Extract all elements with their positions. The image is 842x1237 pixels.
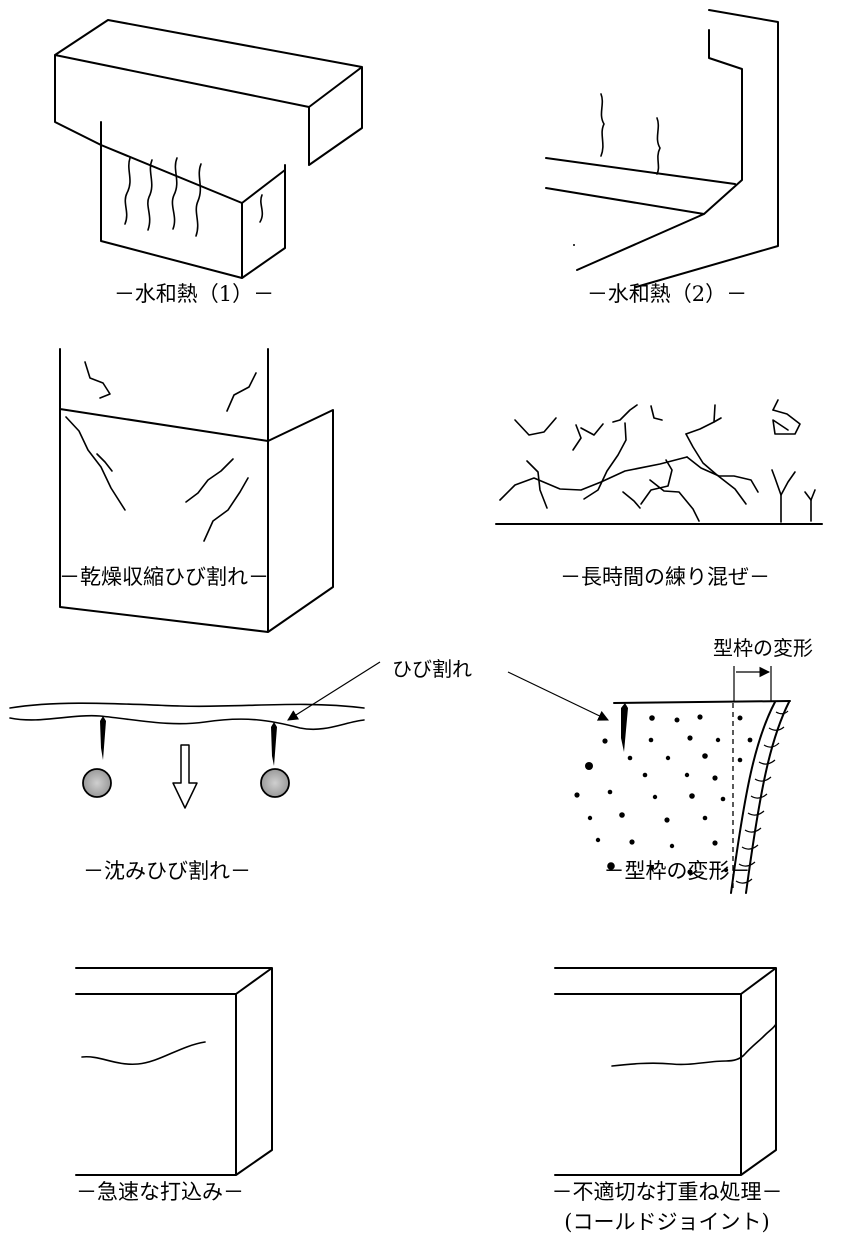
- crack-arrow-right: [507, 671, 609, 721]
- panel-long-mixing: －長時間の練り混ぜ－: [495, 399, 823, 589]
- vertical-cracks: [124, 157, 264, 237]
- panel-hydration-heat-2: －水和熱（2）－: [545, 9, 779, 306]
- rebar-right: [260, 768, 290, 798]
- diagonal-cracks: [65, 361, 257, 542]
- top-crack: [621, 703, 628, 752]
- caption-long-mixing: －長時間の練り混ぜ－: [560, 565, 770, 589]
- panel-improper-joint: －不適切な打重ね処理－ (コールドジョイント): [552, 967, 783, 1234]
- subcaption-cold-joint: (コールドジョイント): [564, 1210, 769, 1234]
- panel-settlement-cracking: －沈みひび割れ－: [9, 702, 365, 883]
- crack-arrow-left: [287, 661, 381, 721]
- settlement-crack-left: [100, 716, 106, 760]
- caption-hydration-heat-1: －水和熱（1）－: [114, 282, 274, 306]
- settlement-arrow: [172, 744, 198, 809]
- wall-slab-outline: [545, 9, 779, 288]
- deformed-form-outer: [745, 701, 790, 894]
- panel-formwork-deformation: 型枠の変形: [574, 636, 813, 894]
- crack-label: ひび割れ: [392, 657, 472, 681]
- caption-settlement-cracking: －沈みひび割れ－: [83, 859, 251, 883]
- horizontal-crack-left: [81, 1041, 206, 1065]
- formwork-deformation-label: 型枠の変形: [713, 636, 813, 660]
- t-beam-outline: [54, 19, 363, 279]
- map-cracks: [499, 399, 816, 523]
- block-outline-left: [75, 967, 273, 1176]
- aggregate-dots: [574, 714, 753, 875]
- caption-improper-joint: －不適切な打重ね処理－: [552, 1180, 783, 1204]
- caption-drying-shrinkage: －乾燥収縮ひび割れ－: [59, 565, 269, 589]
- block-outline-right: [554, 967, 777, 1176]
- rebar-left: [82, 768, 112, 798]
- settlement-crack-right: [271, 722, 277, 766]
- panel-rapid-placing: －急速な打込み－: [75, 967, 273, 1204]
- crack-label-callout: ひび割れ: [287, 657, 609, 721]
- caption-rapid-placing: －急速な打込み－: [76, 1180, 244, 1204]
- deformed-form-inner: [730, 701, 776, 894]
- panel-hydration-heat-1: －水和熱（1）－: [54, 19, 363, 306]
- cold-joint-line: [611, 1023, 777, 1067]
- concrete-surface: [9, 702, 365, 709]
- caption-hydration-heat-2: －水和熱（2）－: [587, 282, 747, 306]
- caption-formwork-deformation: －型枠の変形－: [604, 859, 751, 883]
- panel-drying-shrinkage: －乾燥収縮ひび割れ－: [59, 348, 334, 633]
- form-hatching: [735, 710, 789, 884]
- concrete-surface-lower: [9, 714, 365, 731]
- concrete-top: [613, 700, 791, 704]
- wall-corner-outline: [59, 348, 334, 633]
- wall-cracks: [600, 93, 661, 175]
